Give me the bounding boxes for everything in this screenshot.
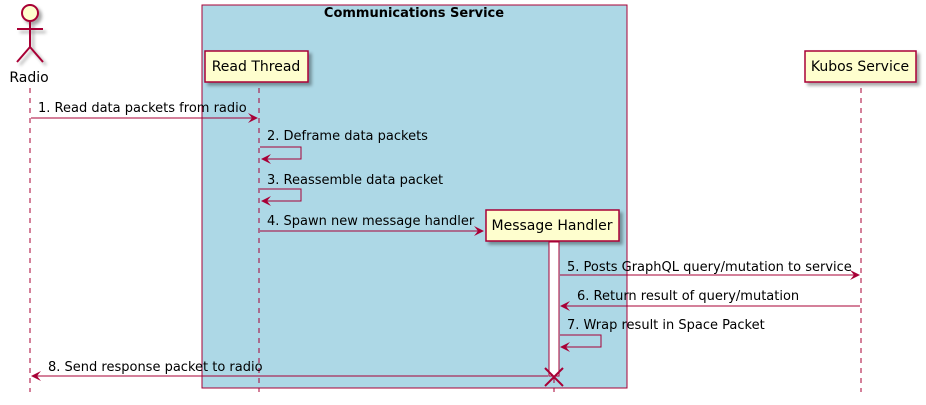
- message-handler-label: Message Handler: [492, 218, 613, 234]
- radio-label: Radio: [9, 70, 48, 86]
- message-7-label: 7. Wrap result in Space Packet: [567, 318, 765, 333]
- message-2-arrow: [260, 146, 302, 164]
- radio-actor-icon: [16, 4, 44, 63]
- read-thread-box: [204, 50, 309, 83]
- message-8-label: 8. Send response packet to radio: [48, 360, 263, 375]
- message-2-label: 2. Deframe data packets: [267, 129, 428, 144]
- message-6-label: 6. Return result of query/mutation: [577, 289, 799, 304]
- message-5-label: 5. Posts GraphQL query/mutation to servi…: [567, 260, 852, 275]
- read-thread-label: Read Thread: [212, 59, 301, 75]
- message-1-label: 1. Read data packets from radio: [38, 101, 247, 116]
- message-7-arrow: [560, 334, 602, 352]
- kubos-service-box: [804, 50, 917, 83]
- message-3-arrow: [260, 188, 302, 206]
- group-title: Communications Service: [324, 6, 504, 21]
- kubos-service-label: Kubos Service: [811, 59, 909, 75]
- message-4-label: 4. Spawn new message handler: [267, 214, 475, 229]
- message-handler-box: [485, 209, 620, 242]
- message-3-label: 3. Reassemble data packet: [267, 173, 443, 188]
- message-handler-activation: [548, 241, 560, 377]
- destroy-x-icon: [544, 367, 564, 387]
